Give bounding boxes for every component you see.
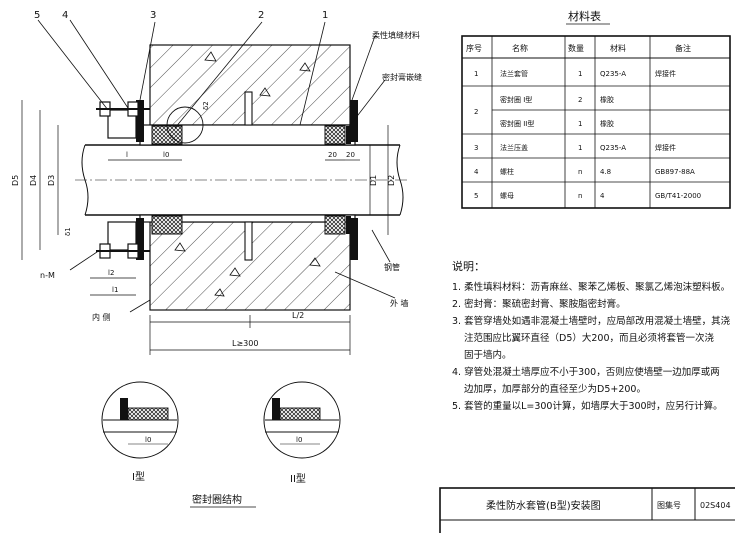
steel-pipe (75, 144, 410, 216)
table-cell: 1 (578, 120, 582, 128)
table-cell: 密封圈 II型 (500, 119, 534, 128)
leader-lines (37, 19, 396, 313)
th-note: 备注 (675, 43, 691, 53)
th-no: 序号 (466, 43, 482, 53)
table-cell: 螺母 (500, 191, 514, 200)
dim-delta1: δ1 (64, 227, 72, 236)
dim-20b: 20 (346, 151, 355, 159)
table-cell: 密封圈 I型 (500, 95, 532, 104)
callout-3: 3 (150, 10, 156, 21)
callout-1: 1 (322, 10, 328, 21)
seal-structure-caption: 密封圈结构 (192, 493, 242, 506)
note-line: 固于墙内。 (464, 350, 512, 361)
dim-l2: l2 (108, 269, 114, 277)
table-cell: 橡胶 (600, 119, 614, 128)
label-sealant: 密封膏嵌缝 (382, 72, 422, 82)
note-line: 边加厚，加厚部分的直径至少为D5+200。 (464, 384, 646, 395)
press-flange (96, 101, 204, 259)
material-table-title: 材料表 (568, 9, 601, 23)
dim-l1: l1 (112, 286, 118, 294)
label-type2: II型 (290, 472, 306, 485)
th-mat: 材料 (610, 43, 626, 53)
dim-l: l (126, 151, 128, 159)
notes-title: 说明： (452, 260, 485, 273)
table-cell: 5 (474, 192, 478, 200)
flange-sleeve (136, 91, 358, 261)
label-steel-pipe: 钢管 (384, 262, 400, 272)
table-cell: 1 (474, 70, 478, 78)
note-line: 4. 穿管处混凝土墙厚应不小于300，否则应使墙壁一边加厚或两 (452, 367, 720, 378)
table-cell: GB897-88A (655, 168, 695, 176)
material-table-header: 序号 名称 数量 材料 备注 (466, 43, 691, 53)
table-cell: n (578, 168, 582, 176)
table-cell: 2 (474, 108, 478, 116)
note-line: 3. 套管穿墙处如遇非混凝土墙壁时，应局部改用混凝土墙壁，其浇 (452, 316, 731, 327)
table-cell: 螺柱 (500, 167, 514, 176)
detail-l0-type2: l0 (296, 436, 302, 444)
dim-l0: l0 (163, 151, 169, 159)
table-cell: GB/T41-2000 (655, 192, 701, 200)
title-block (439, 487, 735, 537)
label-inner-side: 内 侧 (92, 312, 111, 322)
dim-delta2: δ2 (202, 101, 210, 110)
dim-D4: D4 (29, 175, 38, 186)
dim-D5: D5 (11, 175, 20, 186)
dim-D2: D2 (387, 175, 396, 186)
dimension-lines (21, 100, 389, 355)
th-name: 名称 (512, 43, 528, 53)
dim-L: L≥300 (232, 339, 258, 348)
table-cell: Q235-A (600, 70, 626, 78)
table-cell: 法兰压盖 (500, 143, 528, 152)
callout-2: 2 (258, 10, 264, 21)
table-cell: 焊接件 (655, 69, 676, 78)
table-cell: 1 (578, 70, 582, 78)
table-cell: 1 (578, 144, 582, 152)
notes-section: 说明： 1. 柔性填料材料：沥青麻丝、聚苯乙烯板、聚氯乙烯泡沫塑料板。 2. 密… (452, 258, 732, 415)
label-nM: n-M (40, 271, 55, 280)
note-line: 注范围应比翼环直径（D5）大200，而且必须将套管一次浇 (464, 333, 714, 344)
detail-l0-type1: l0 (145, 436, 151, 444)
dim-20a: 20 (328, 151, 337, 159)
note-line: 1. 柔性填料材料：沥青麻丝、聚苯乙烯板、聚氯乙烯泡沫塑料板。 (452, 282, 731, 293)
table-cell: 法兰套管 (500, 69, 528, 78)
table-cell: 4 (474, 168, 479, 176)
label-type1: I型 (132, 470, 145, 483)
th-qty: 数量 (568, 43, 584, 53)
note-line: 5. 套管的重量以L=300计算，如墙厚大于300时，应另行计算。 (452, 401, 723, 412)
table-cell: 焊接件 (655, 143, 676, 152)
title-block-name: 柔性防水套管(B型)安装图 (486, 499, 601, 512)
seal-detail-type1 (101, 381, 179, 459)
table-cell: Q235-A (600, 144, 626, 152)
seal-detail-type2 (263, 381, 341, 459)
dim-D3: D3 (47, 175, 56, 186)
title-block-atlas-no: 02S404 (700, 501, 731, 510)
label-flexible-fill: 柔性填缝材料 (372, 30, 420, 40)
table-cell: 3 (474, 144, 478, 152)
table-cell: 4.8 (600, 168, 611, 176)
table-cell: 2 (578, 96, 582, 104)
table-cell: 4 (600, 192, 605, 200)
callout-5: 5 (34, 10, 40, 21)
table-cell: 橡胶 (600, 95, 614, 104)
callout-4: 4 (62, 10, 68, 21)
note-line: 2. 密封膏：聚硫密封膏、聚胺脂密封膏。 (452, 299, 626, 310)
title-block-atlas-label: 图集号 (657, 500, 681, 510)
label-outer-wall: 外 墙 (390, 298, 409, 308)
material-table (461, 35, 731, 209)
table-cell: n (578, 192, 582, 200)
dim-L-half: L/2 (292, 311, 304, 320)
dim-D1: D1 (369, 175, 378, 186)
material-table-rows: 1 法兰套管 1 Q235-A 焊接件 2 密封圈 I型 2 橡胶 密封圈 II… (474, 69, 701, 200)
